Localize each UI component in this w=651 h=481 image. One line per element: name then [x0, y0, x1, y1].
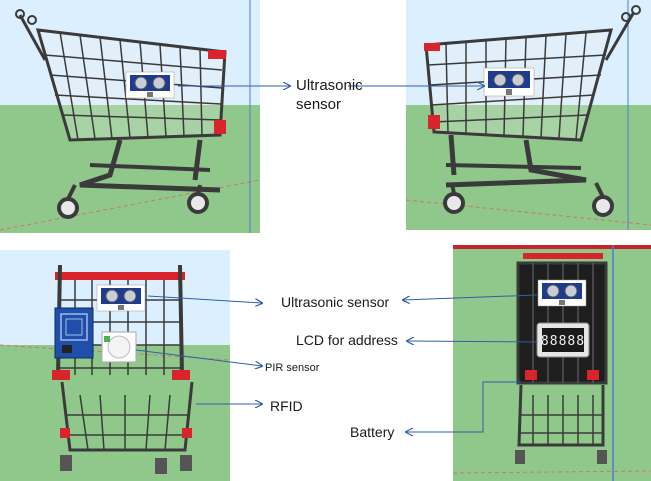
label-lcd-for-address: LCD for address	[296, 332, 398, 348]
label-ultrasonic-sensor-top: Ultrasonic sensor	[296, 76, 363, 114]
ultrasonic-sensor-icon	[126, 72, 174, 98]
cart-panel-top-right	[406, 0, 651, 230]
pir-sensor-icon	[102, 332, 136, 362]
ultrasonic-sensor-icon	[484, 68, 534, 96]
cart-panel-bottom-left	[0, 250, 230, 481]
lcd-display-icon: 88888	[537, 323, 589, 357]
cart-panel-top-left	[0, 0, 260, 233]
label-battery: Battery	[350, 424, 394, 440]
label-pir-sensor: PIR sensor	[265, 362, 319, 374]
rfid-module-icon	[55, 308, 93, 358]
label-ultrasonic-sensor-middle: Ultrasonic sensor	[281, 294, 389, 310]
label-ultrasonic-line1: Ultrasonic	[296, 76, 363, 95]
label-ultrasonic-line2: sensor	[296, 95, 363, 114]
lcd-display-text: 88888	[541, 334, 585, 349]
cart-panel-bottom-right: 88888	[453, 245, 651, 481]
label-rfid: RFID	[270, 398, 303, 414]
ultrasonic-sensor-icon	[538, 280, 586, 306]
ultrasonic-sensor-icon	[97, 285, 145, 311]
